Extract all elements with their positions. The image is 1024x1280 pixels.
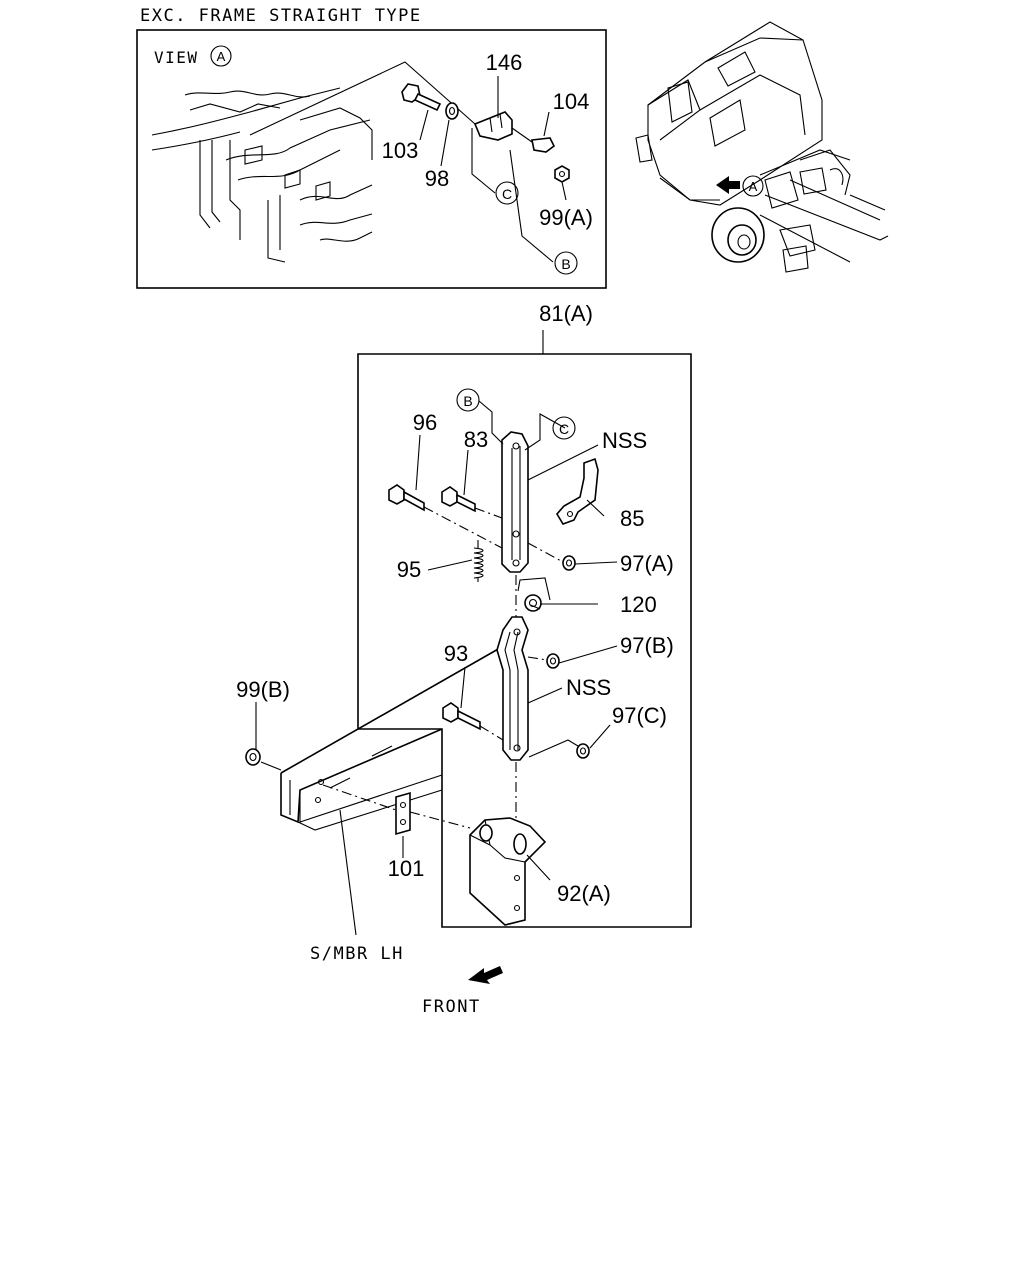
callout-92a: 92(A) [557,881,611,906]
washer-98 [445,102,459,120]
bracket-85 [556,457,599,525]
nut-97c [576,743,590,759]
front-arrow-icon [468,966,503,984]
callout-nss-upper: NSS [602,428,647,453]
spring-95 [473,540,484,582]
view-inset-frame [136,29,607,289]
callout-104: 104 [553,89,590,114]
spacer-plate-101 [395,791,411,836]
callout-97a: 97(A) [620,551,674,576]
callout-nss-lower: NSS [566,675,611,700]
nut-97b [546,653,560,669]
bolt-83 [441,486,476,513]
callout-146: 146 [486,50,523,75]
bracket-92a [469,817,547,926]
callout-103: 103 [382,138,419,163]
callout-83: 83 [464,427,488,452]
truck-locator-view: A [635,21,889,273]
truck-chassis-rails [759,149,889,273]
ref-c-assembly: C [552,416,576,440]
nut-99a [554,165,570,183]
view-ref-letter: A [217,49,226,64]
callout-85: 85 [620,506,644,531]
assembly-81a: 81(A) [236,301,692,936]
truck-cab [635,21,823,206]
svg-text:C: C [502,186,512,202]
variant-title: EXC. FRAME STRAIGHT TYPE [140,6,422,26]
truck-view-ref-a: A [742,175,764,197]
svg-text:B: B [561,256,570,272]
callout-98: 98 [425,166,449,191]
callout-99a: 99(A) [539,205,593,230]
callout-95: 95 [397,557,421,582]
callout-93: 93 [444,641,468,666]
side-member-lh [280,647,501,831]
chassis-frame-sketch [151,61,476,263]
lower-link-nss [496,616,529,761]
ref-c-inset: C [495,181,519,205]
callout-96: 96 [413,410,437,435]
view-a-inset: VIEW A [136,29,607,289]
side-member-label: S/MBR LH [310,944,404,964]
ref-b-assembly: B [456,388,480,412]
truck-wheel [711,207,765,263]
svg-text:A: A [749,179,758,194]
svg-text:C: C [559,421,569,437]
bolt-103 [401,83,442,112]
callout-97b: 97(B) [620,633,674,658]
callout-101: 101 [388,856,425,881]
callout-81a: 81(A) [539,301,593,326]
view-direction-arrow-icon [716,176,740,194]
front-direction-label: FRONT [422,997,481,1017]
assembly-leaders [255,400,618,936]
bolt-93 [442,702,481,731]
ref-b-inset: B [554,251,578,275]
callout-99b: 99(B) [236,677,290,702]
washer-99b [245,748,261,766]
assembly-centerlines [322,506,564,829]
bolt-96 [388,484,425,512]
view-ref-circle: A [210,45,232,67]
callout-120: 120 [620,592,657,617]
view-label: VIEW [154,48,199,67]
bolt-104 [511,127,556,153]
inset-leaders [419,76,567,263]
callout-97c: 97(C) [612,703,667,728]
upper-link-83 [501,431,529,573]
bracket-146 [473,111,513,141]
svg-text:B: B [463,393,472,409]
nut-97a [562,555,576,571]
